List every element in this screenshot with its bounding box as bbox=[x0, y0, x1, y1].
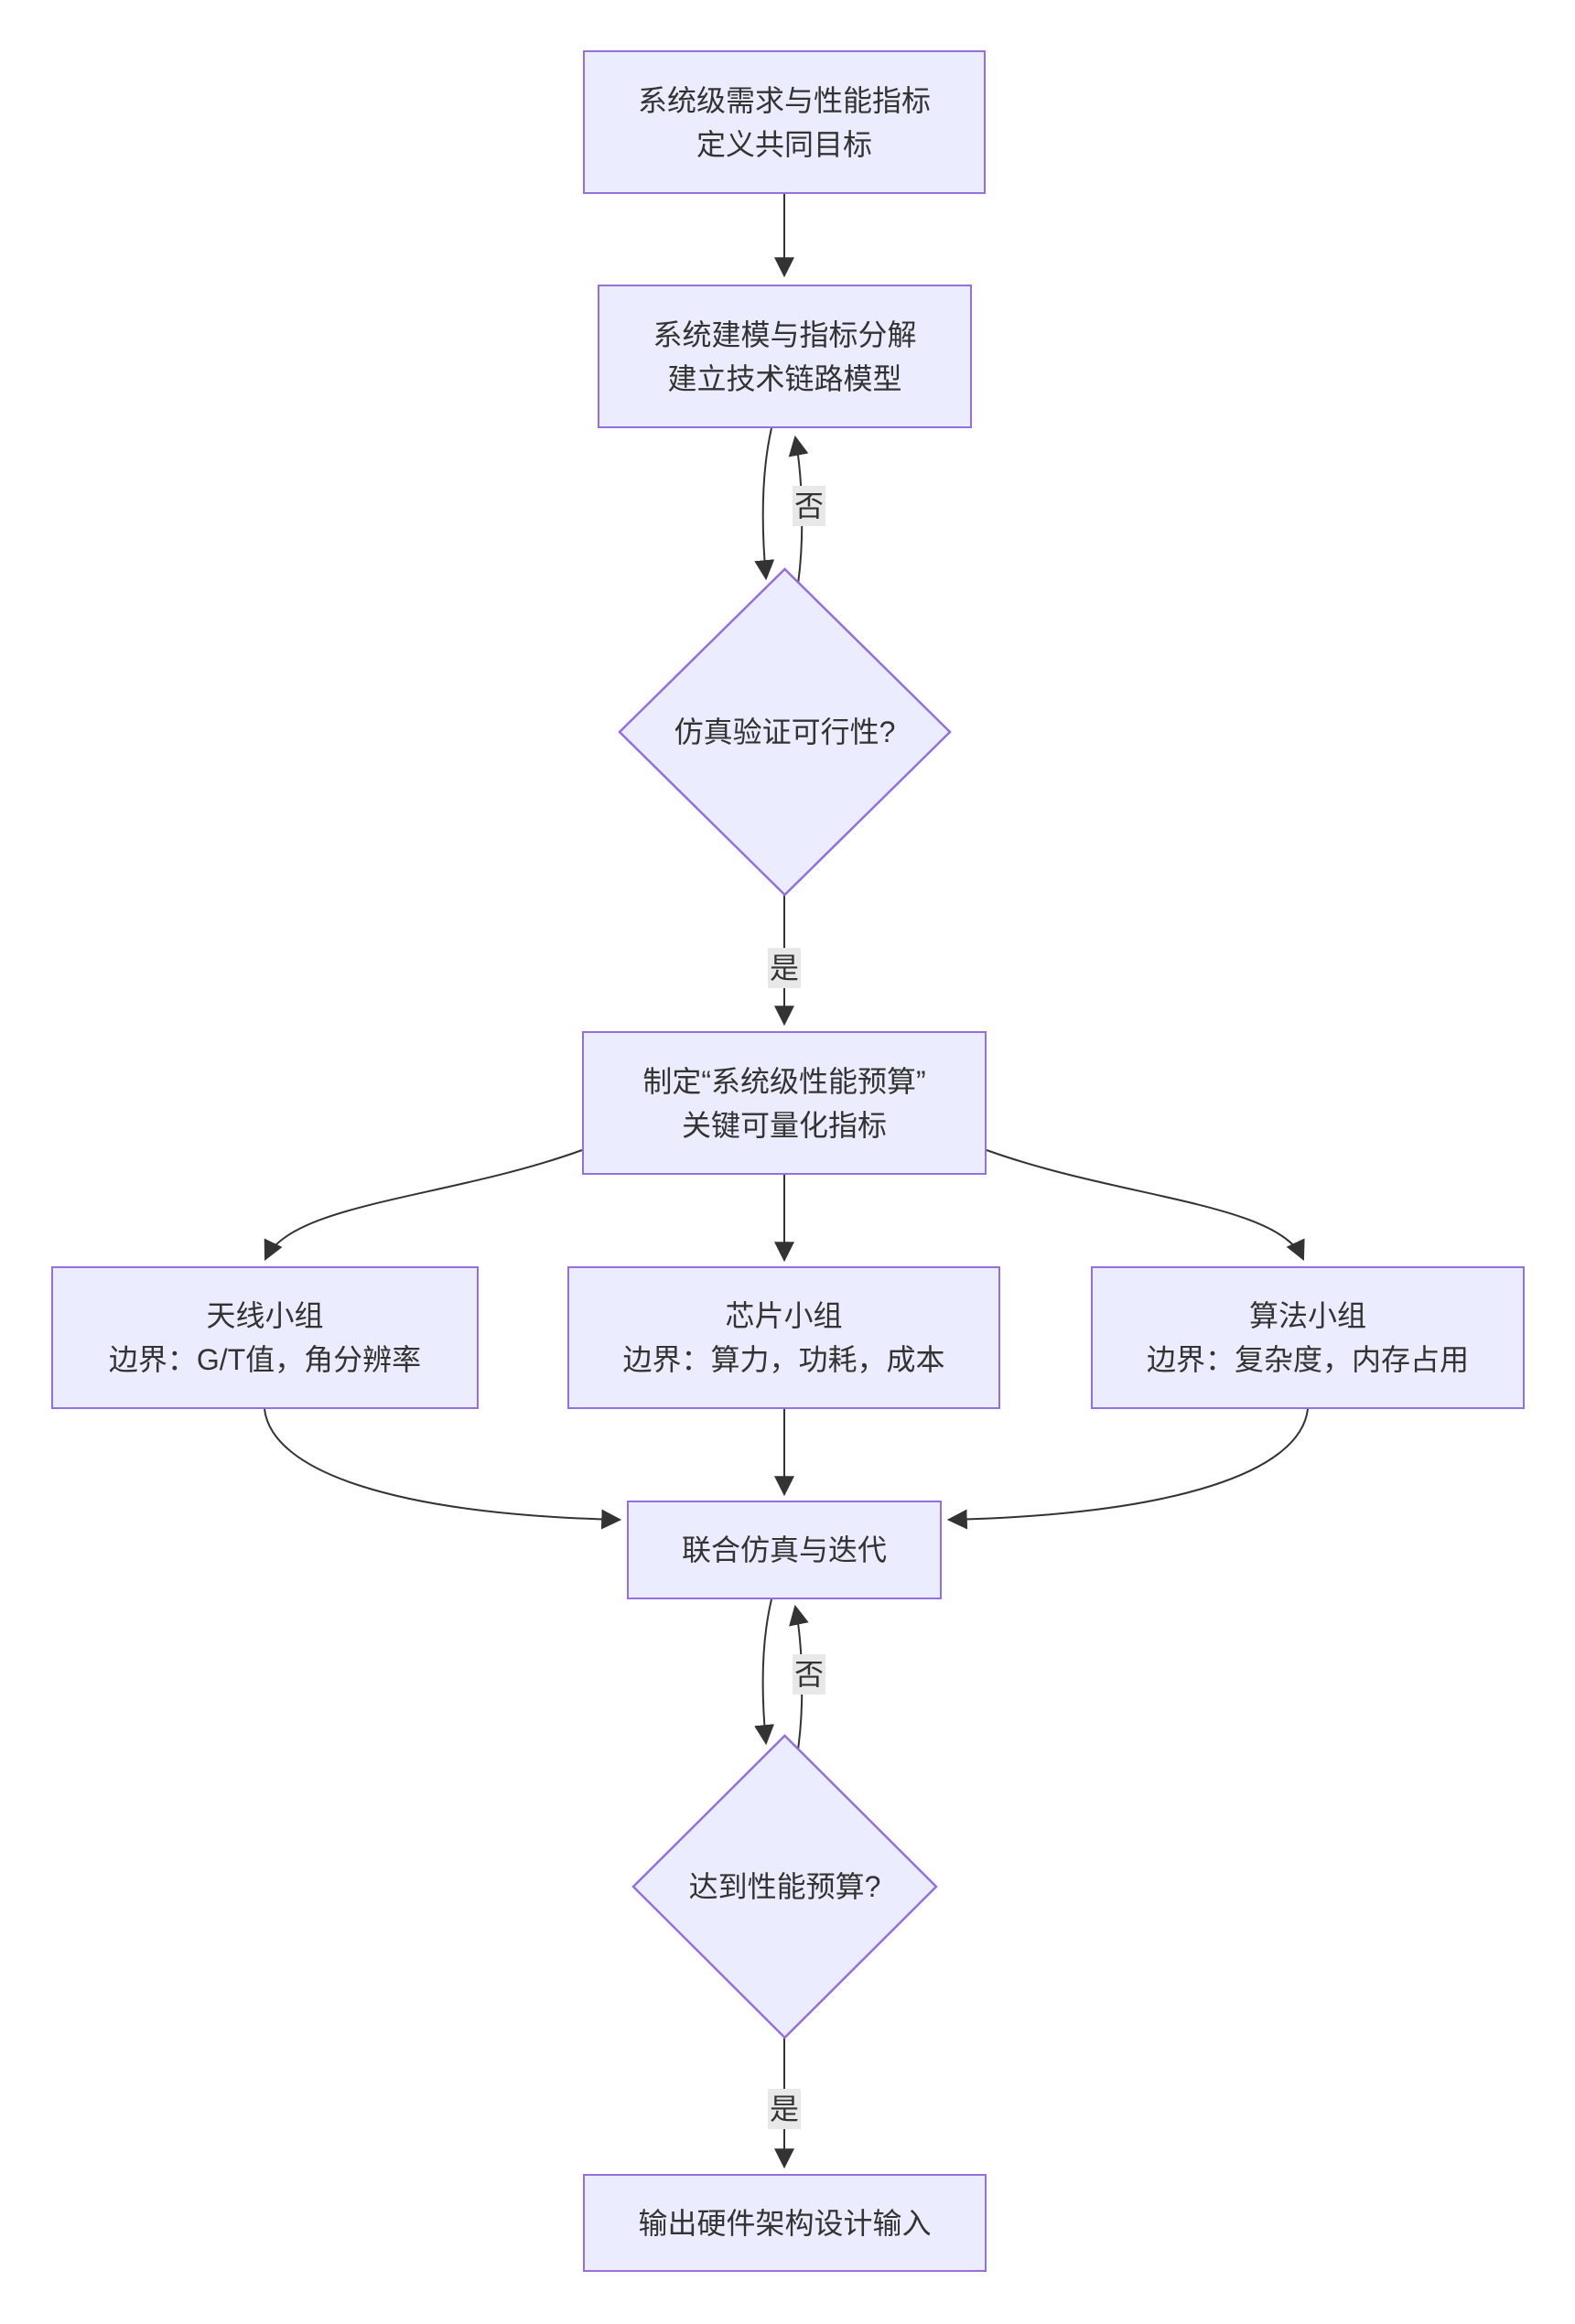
node-algorithm-team: 算法小组 边界：复杂度，内存占用 bbox=[1091, 1266, 1525, 1409]
edge-budget-algorithm bbox=[986, 1149, 1305, 1261]
node-antenna-team: 天线小组 边界：G/T值，角分辨率 bbox=[51, 1266, 479, 1409]
edge-algorithm-cosim bbox=[946, 1408, 1309, 1530]
node-budget-line2: 关键可量化指标 bbox=[681, 1108, 887, 1142]
node-decision-feasibility-label: 仿真验证可行性? bbox=[674, 715, 896, 748]
node-budget-line1: 制定“系统级性能预算” bbox=[642, 1064, 926, 1098]
edge-cosim-target bbox=[754, 1598, 775, 1746]
node-antenna-team-line2: 边界：G/T值，角分辨率 bbox=[108, 1343, 422, 1376]
edge-budget-antenna bbox=[264, 1149, 583, 1261]
node-decision-target: 达到性能预算? bbox=[633, 1736, 936, 2038]
node-chip-team-line2: 边界：算力，功耗，成本 bbox=[622, 1343, 945, 1376]
node-algorithm-team-line2: 边界：复杂度，内存占用 bbox=[1146, 1343, 1469, 1376]
edge-modeling-feasibility bbox=[754, 427, 775, 581]
decision-feasibility-shape bbox=[618, 567, 952, 897]
node-cosim-label: 联合仿真与迭代 bbox=[681, 1533, 887, 1566]
node-requirements: 系统级需求与性能指标 定义共同目标 bbox=[583, 50, 986, 194]
node-output-label: 输出硬件架构设计输入 bbox=[638, 2206, 932, 2240]
node-chip-team-line1: 芯片小组 bbox=[725, 1299, 843, 1332]
node-output: 输出硬件架构设计输入 bbox=[583, 2174, 987, 2272]
node-cosim: 联合仿真与迭代 bbox=[627, 1501, 942, 1599]
node-antenna-team-line1: 天线小组 bbox=[206, 1299, 324, 1332]
node-budget: 制定“系统级性能预算” 关键可量化指标 bbox=[582, 1031, 987, 1175]
node-modeling-line1: 系统建模与指标分解 bbox=[653, 317, 917, 351]
edge-label-no-2: 否 bbox=[792, 1654, 826, 1695]
node-requirements-line2: 定义共同目标 bbox=[696, 127, 872, 161]
edge-label-no-1: 否 bbox=[792, 486, 826, 526]
node-decision-target-label: 达到性能预算? bbox=[688, 1870, 881, 1903]
node-modeling: 系统建模与指标分解 建立技术链路模型 bbox=[598, 285, 972, 428]
node-modeling-line2: 建立技术链路模型 bbox=[667, 361, 902, 395]
decision-target-shape bbox=[631, 1734, 938, 2039]
node-algorithm-team-line1: 算法小组 bbox=[1248, 1299, 1366, 1332]
node-requirements-line1: 系统级需求与性能指标 bbox=[637, 83, 931, 117]
edge-antenna-cosim bbox=[264, 1408, 622, 1530]
node-chip-team: 芯片小组 边界：算力，功耗，成本 bbox=[567, 1266, 1000, 1409]
edge-label-yes-1: 是 bbox=[767, 948, 802, 988]
node-decision-feasibility: 仿真验证可行性? bbox=[620, 569, 950, 895]
edge-label-yes-2: 是 bbox=[767, 2089, 802, 2129]
